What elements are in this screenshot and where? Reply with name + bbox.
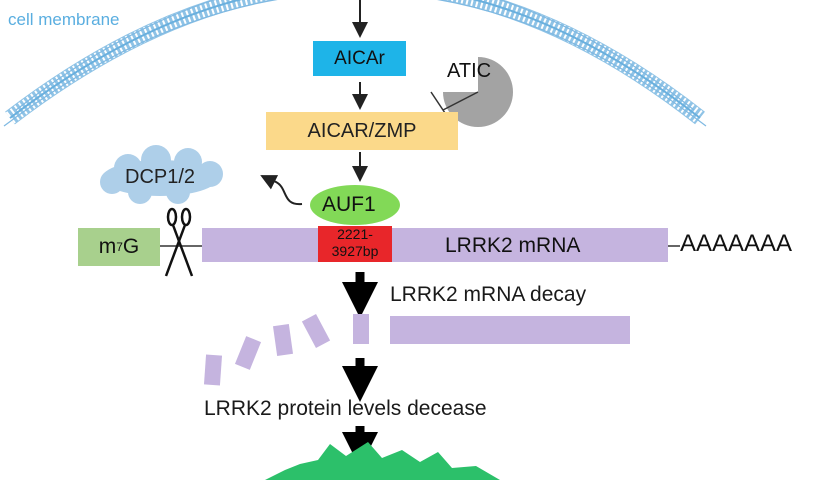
region-line-1: 2221- bbox=[337, 226, 373, 242]
cap-end: G bbox=[122, 235, 140, 258]
auf1-shape bbox=[310, 185, 400, 225]
auf1-label: AUF1 bbox=[322, 193, 376, 216]
dcp-label: DCP1/2 bbox=[125, 166, 196, 188]
cell-membrane-label: cell membrane bbox=[8, 10, 120, 29]
scissors-icon bbox=[164, 207, 194, 277]
mrna-region bbox=[318, 226, 392, 262]
cap-superscript: 7 bbox=[116, 240, 123, 254]
mrna-region-label: 2221- 3927bp bbox=[318, 226, 392, 260]
mrna-fragments bbox=[203, 314, 630, 386]
aicar-node: AICAr bbox=[313, 41, 406, 76]
dcp-cloud bbox=[100, 145, 223, 204]
starburst-icon bbox=[265, 442, 500, 480]
aicar-zmp-node: AICAR/ZMP bbox=[266, 112, 458, 150]
region-line-2: 3927bp bbox=[331, 243, 379, 259]
poly-a-tail: AAAAAAA bbox=[680, 230, 793, 257]
aicar-label: AICAr bbox=[334, 47, 385, 69]
decay-label: LRRK2 mRNA decay bbox=[390, 283, 587, 306]
atic-label: ATIC bbox=[447, 60, 492, 82]
mrna-body bbox=[202, 228, 668, 262]
aicar-zmp-label: AICAR/ZMP bbox=[307, 119, 417, 142]
protein-label: LRRK2 protein levels decease bbox=[204, 397, 487, 420]
cap-base: m bbox=[98, 235, 117, 258]
mrna-label: LRRK2 mRNA bbox=[445, 234, 581, 257]
cell-membrane bbox=[3, 0, 707, 127]
arrow-auf1-dcp bbox=[260, 175, 303, 206]
